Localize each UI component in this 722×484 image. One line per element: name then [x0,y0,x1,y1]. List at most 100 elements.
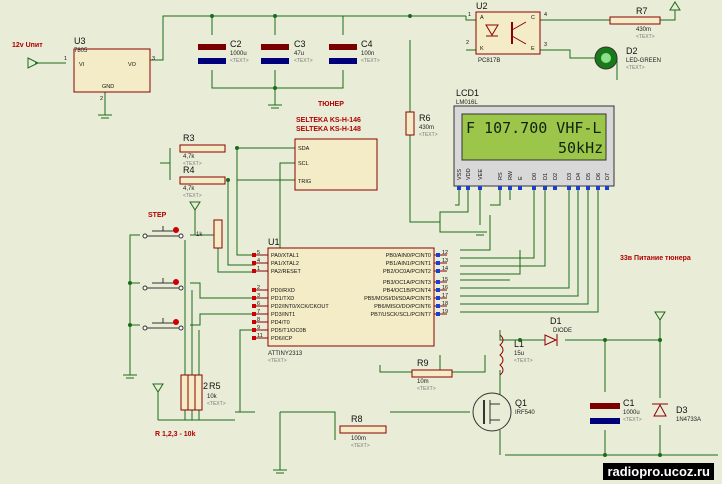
u2-a: A [480,15,484,21]
lcd-pin-label: VDD [466,168,472,180]
d2-ref: D2 [626,46,638,56]
d3-part: 1N4733A [676,417,701,423]
lcd-pin [498,186,502,190]
resistor-1k[interactable]: 1k [196,219,223,249]
u1-left-pin-label: PD3/INT1 [271,312,295,318]
u1-right-pin-num: 15 [442,277,448,283]
lcd-pin-label: D7 [605,173,611,180]
resistor-r7[interactable]: R7 430m <TEXT> [609,6,661,40]
r6-text: <TEXT> [419,132,438,138]
led-d2[interactable]: D2 LED-GREEN <TEXT> [594,46,661,71]
resistor-r4[interactable]: R4 4,7k <TEXT> [179,165,226,199]
lcd-part: LM016L [456,100,478,106]
power-arrow-step [189,201,201,211]
u1-ref: U1 [268,237,280,247]
regulator-u3[interactable]: U3 7805 VI VO GND 1 3 2 [64,36,155,102]
c1-value: 1000u [623,410,640,416]
r5-group: 2 [203,381,208,391]
d1-part: DIODE [553,328,572,334]
u3-part: 7805 [74,48,88,54]
r5-value: 10k [207,394,218,400]
r8-text: <TEXT> [351,443,370,449]
lcd-pin-label: VEE [478,169,484,180]
resistor-r3[interactable]: R3 4,7k <TEXT> [179,133,226,167]
capacitor-c1[interactable]: C1 1000u <TEXT> [590,398,642,424]
u1-right-pin-label: PB4/OC1B/PCINT4 [383,288,431,294]
diode-d1[interactable]: D1 DIODE [544,316,572,346]
r7-text: <TEXT> [636,34,655,40]
u1-left-pin-marker [252,296,256,300]
c2-text: <TEXT> [230,58,249,64]
r4-value: 4,7k [183,186,195,192]
lcd-pin [586,186,590,190]
u1-left-pin-label: PD6/ICP [271,336,293,342]
resistor-r6[interactable]: R6 430m <TEXT> [405,111,438,138]
resistor-r123-r5[interactable]: 2 R5 10k <TEXT> [180,374,226,411]
capacitor-c3[interactable]: C3 47u <TEXT> [261,39,313,64]
tuner-module[interactable]: SDA SCL TRIG [294,138,378,191]
u2-e: E [531,46,535,52]
r4-ref: R4 [183,165,195,175]
capacitor-c2[interactable]: C2 1000u <TEXT> [198,39,249,64]
mosfet-q1[interactable]: Q1 IRF540 [472,392,535,432]
u1-part: ATTINY2313 [268,351,303,357]
u1-left-pin-label: PD2/INT0/XCK/CKOUT [271,304,329,310]
tuner-scl: SCL [298,161,309,167]
u1-right-pin-marker [436,304,440,308]
u1-left-pins: PA0/XTAL15PA1/XTAL24PA2/RESET1PD0/RXD2PD… [252,250,329,342]
r5-text: <TEXT> [207,401,226,407]
lcd-pin-label: RS [498,172,504,180]
u2-p2: 2 [466,40,469,46]
resistor-r8[interactable]: R8 100m <TEXT> [339,414,387,449]
c1-text: <TEXT> [623,417,642,423]
u3-gnd: GND [102,84,114,90]
resistor-r9[interactable]: R9 10m <TEXT> [411,358,453,392]
capacitor-c4[interactable]: C4 100n <TEXT> [329,39,380,64]
c4-ref: C4 [361,39,373,49]
zener-d3[interactable]: D3 1N4733A [652,403,701,423]
inductor-l1[interactable]: L1 15u <TEXT> [499,334,533,376]
lcd-pin [532,186,536,190]
c1-ref: C1 [623,398,635,408]
u1-right-pin-marker [436,280,440,284]
u1-right-pin-marker [436,253,440,257]
u1-left-pin-marker [252,336,256,340]
lcd-pin [596,186,600,190]
watermark: radiopro.ucoz.ru [603,463,714,480]
button-step-1[interactable] [142,226,184,239]
r9-text: <TEXT> [417,386,436,392]
u1-left-pin-num: 3 [257,293,260,299]
u1-right-pin-num: 17 [442,293,448,299]
input-voltage-label: 12v Uпит [12,42,43,49]
u1-left-pin-label: PA2/RESET [271,269,301,275]
r3-ref: R3 [183,133,195,143]
q1-part: IRF540 [515,410,535,416]
button-step-2[interactable] [142,278,184,291]
r9-ref: R9 [417,358,429,368]
lcd-line1: F 107.700 VHF-L [466,119,601,137]
u3-pin2: 2 [100,96,103,102]
u1-right-pin-marker [436,261,440,265]
u3-pin3: 3 [152,56,155,62]
r7-value: 430m [636,27,651,33]
button-step-3[interactable] [142,318,184,331]
lcd-pin [553,186,557,190]
u2-c: C [531,15,535,21]
optocoupler-u2[interactable]: U2 PC817B A K C E 1 2 4 3 [466,1,547,64]
u1-right-pin-num: 19 [442,309,448,315]
lcd-pin-label: VSS [457,169,463,180]
c3-ref: C3 [294,39,306,49]
d2-text: <TEXT> [626,65,645,71]
r3-value: 4,7k [183,154,195,160]
r3-text: <TEXT> [183,161,202,167]
u1-right-pin-marker [436,296,440,300]
step-label: STEP [148,212,167,219]
power-arrow-tuner [654,311,666,321]
u1-left-pin-marker [252,269,256,273]
lcd-pin-label: D2 [553,173,559,180]
mcu-u1[interactable]: U1 ATTINY2313 <TEXT> PA0/XTAL15PA1/XTAL2… [252,237,448,364]
lcd-pin [457,186,461,190]
u1-left-pin-num: 8 [257,317,260,323]
